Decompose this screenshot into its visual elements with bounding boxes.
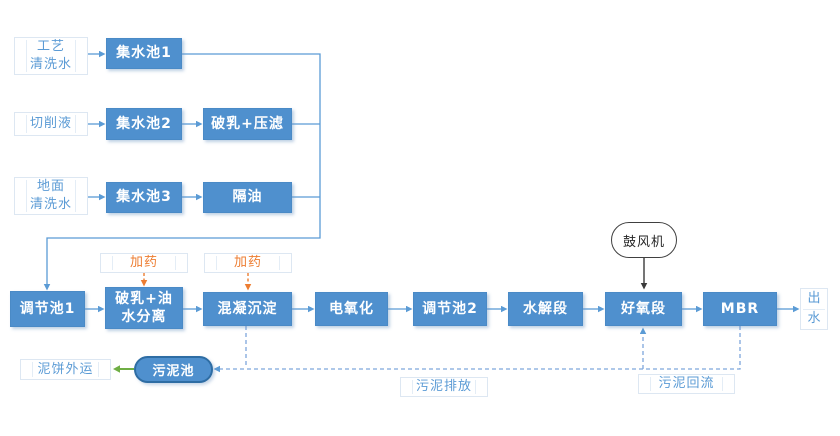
label-sludge-discharge: 污泥排放 bbox=[400, 377, 488, 397]
label-process-wash-water: 工艺 清洗水 bbox=[14, 37, 88, 75]
node-regulating-pool-1: 调节池1 bbox=[10, 291, 85, 327]
flow-arrows bbox=[85, 50, 800, 313]
label-sludge-return: 污泥回流 bbox=[638, 374, 735, 394]
label-effluent: 出 水 bbox=[800, 288, 828, 330]
node-blower: 鼓风机 bbox=[611, 222, 677, 258]
node-collection-pool-2: 集水池2 bbox=[106, 108, 182, 140]
node-aerobic-stage: 好氧段 bbox=[605, 292, 682, 326]
label-dosing-1: 加药 bbox=[100, 253, 188, 273]
node-oil-separation: 隔油 bbox=[203, 182, 292, 213]
sludge-dashed-lines bbox=[213, 326, 741, 373]
label-cutting-fluid: 切削液 bbox=[14, 112, 88, 136]
node-collection-pool-1: 集水池1 bbox=[106, 38, 182, 69]
node-electro-oxidation: 电氧化 bbox=[315, 292, 388, 326]
label-sludge-cake-out: 泥饼外运 bbox=[20, 359, 111, 380]
node-regulating-pool-2: 调节池2 bbox=[413, 292, 487, 326]
node-hydrolysis-stage: 水解段 bbox=[508, 292, 583, 326]
node-demulsification-press-filter: 破乳+压滤 bbox=[203, 108, 292, 140]
node-demulsification-oil-water-separation: 破乳+油 水分离 bbox=[105, 287, 183, 329]
dosing-arrows bbox=[140, 273, 252, 291]
label-floor-wash-water: 地面 清洗水 bbox=[14, 177, 88, 215]
node-collection-pool-3: 集水池3 bbox=[106, 182, 182, 213]
collector-lines bbox=[43, 53, 321, 291]
node-coagulation-sedimentation: 混凝沉淀 bbox=[203, 292, 292, 326]
label-dosing-2: 加药 bbox=[204, 253, 292, 273]
node-mbr: MBR bbox=[703, 292, 777, 326]
node-sludge-pool: 污泥池 bbox=[134, 356, 213, 383]
